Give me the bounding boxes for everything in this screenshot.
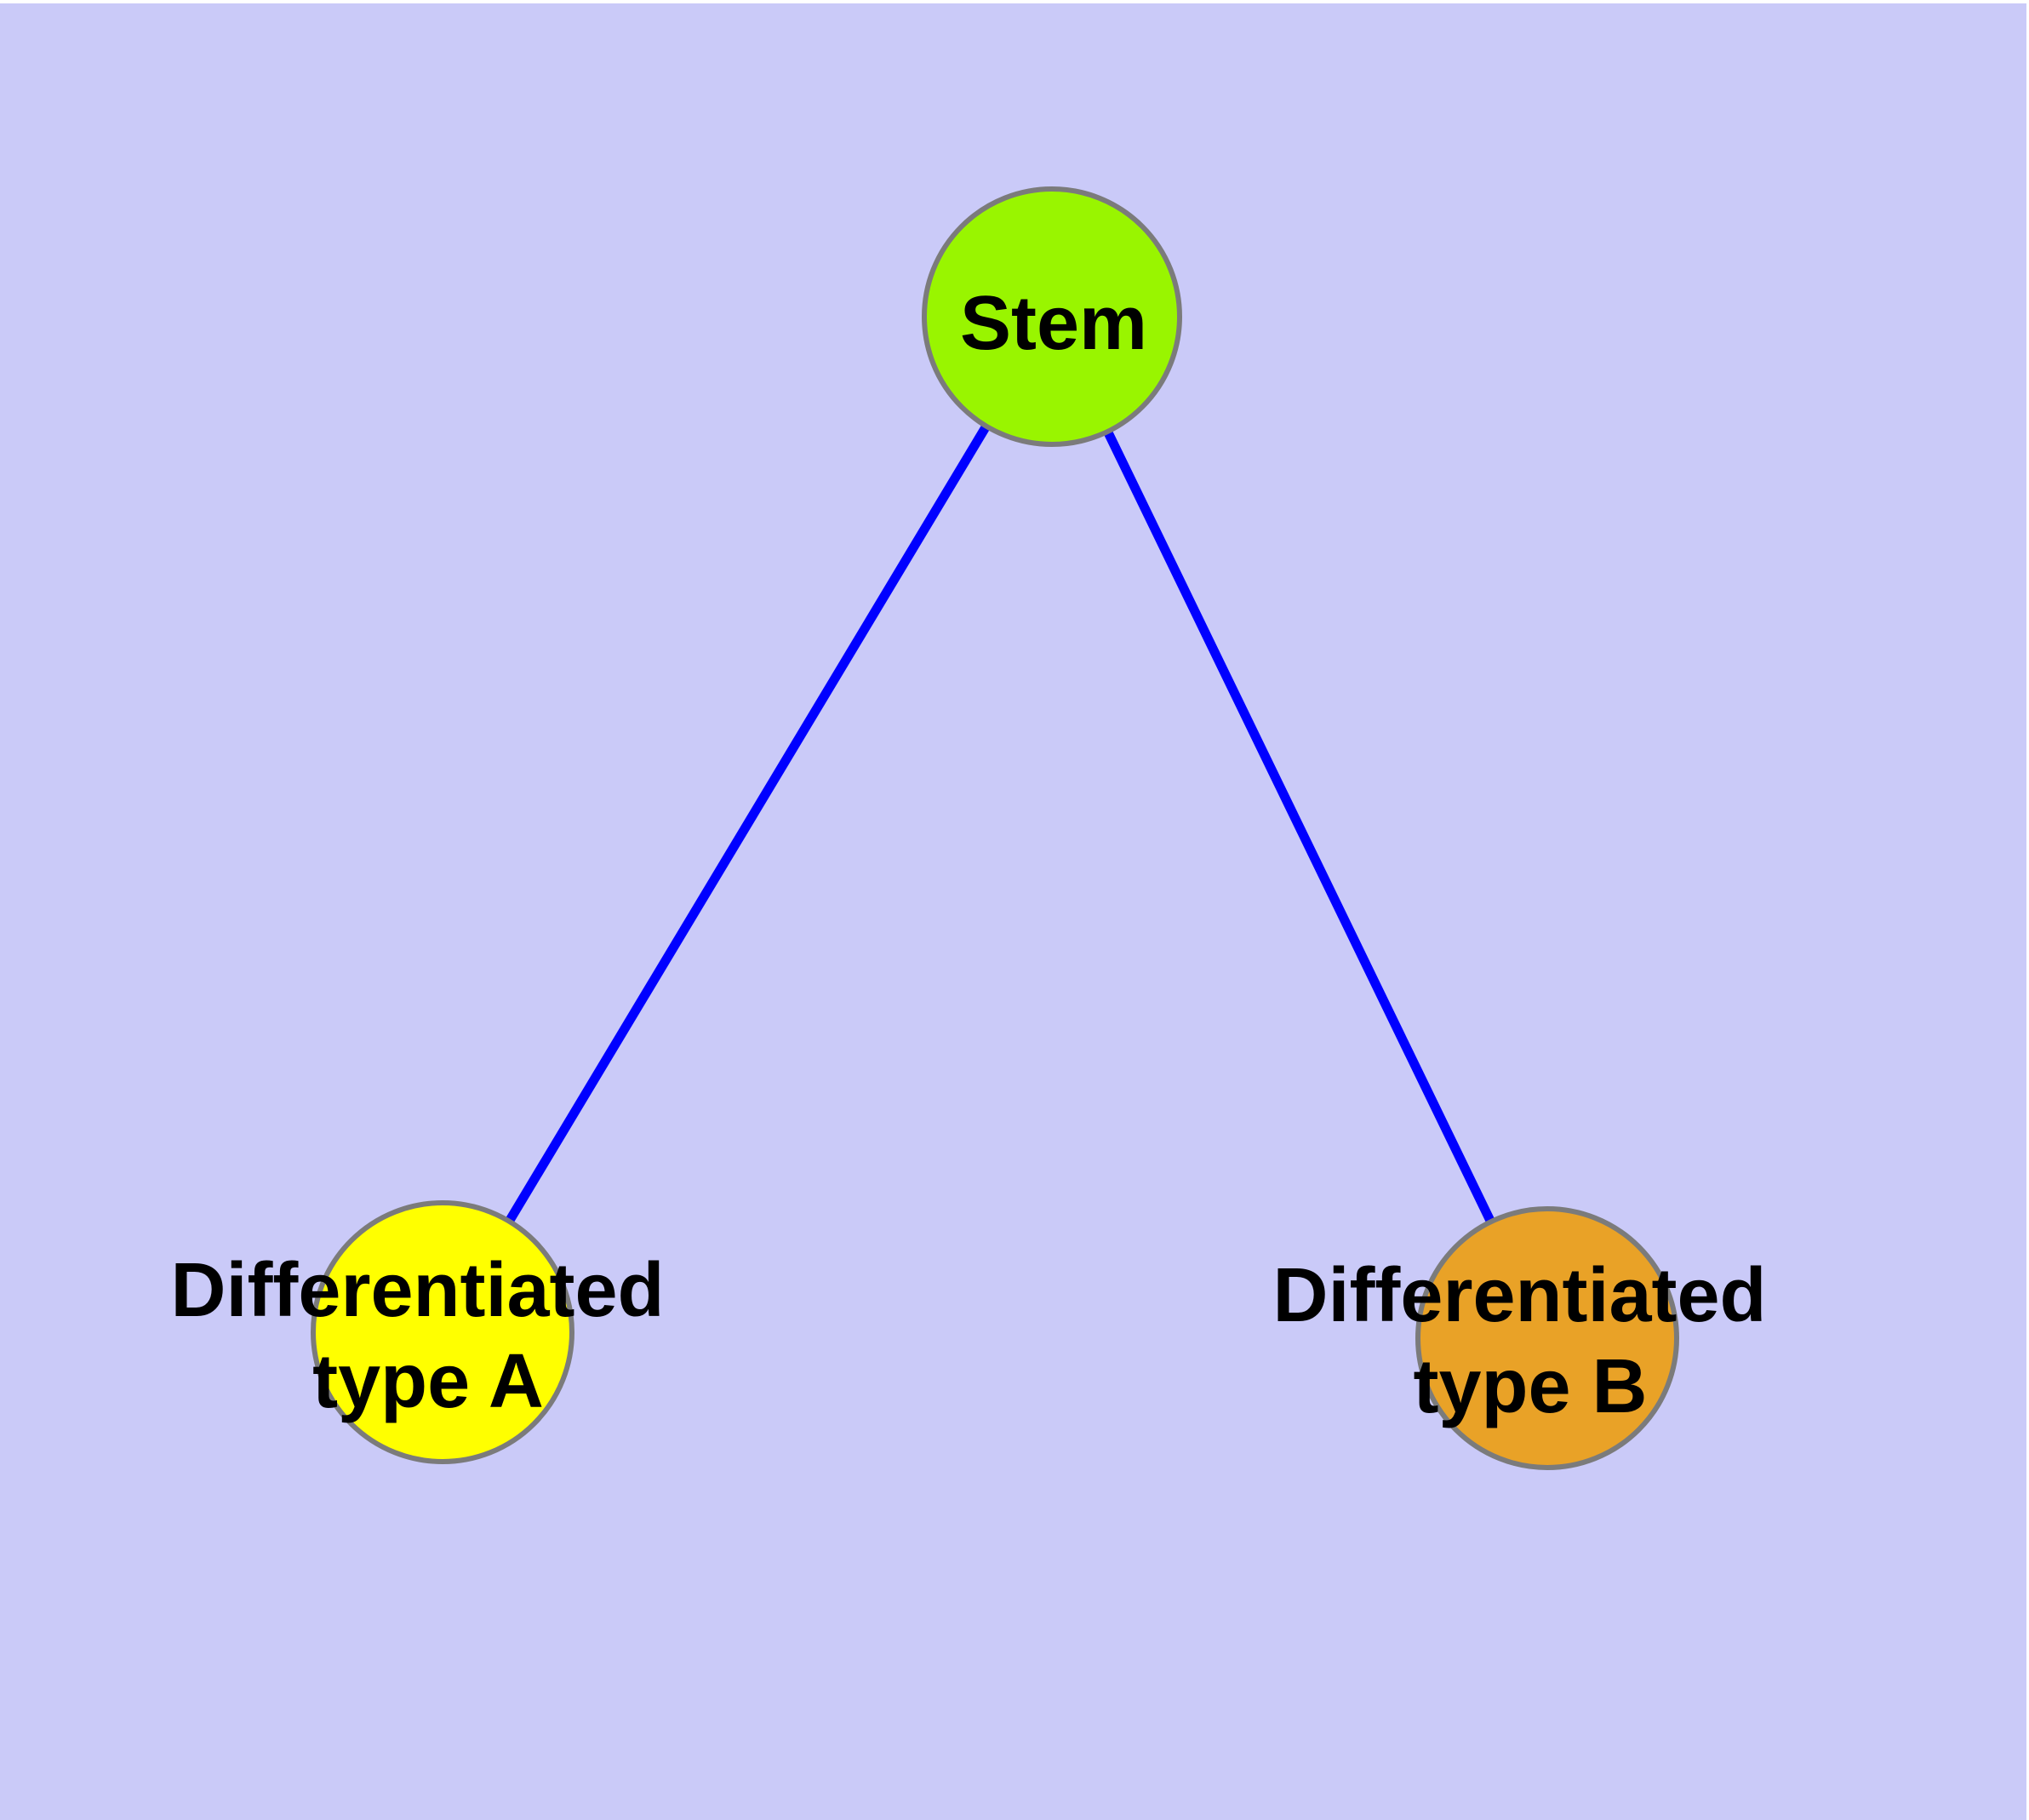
type-a-node-label: Differentiated type A xyxy=(170,1248,685,1424)
type-a-label-line1: Differentiated xyxy=(170,1248,664,1333)
type-b-label-line1: Differentiated xyxy=(1272,1253,1766,1338)
stem-node-label: Stem xyxy=(960,281,1147,366)
type-a-node xyxy=(311,1200,574,1464)
edge-stem-to-type-a xyxy=(438,314,1056,1335)
type-b-node xyxy=(1415,1206,1679,1470)
type-b-label-line2: type B xyxy=(1413,1344,1647,1429)
edge-stem-to-type-b xyxy=(1048,314,1552,1341)
type-b-node-label: Differentiated type B xyxy=(1272,1253,1787,1429)
stem-node xyxy=(922,186,1182,447)
type-a-label-line2: type A xyxy=(312,1339,544,1424)
